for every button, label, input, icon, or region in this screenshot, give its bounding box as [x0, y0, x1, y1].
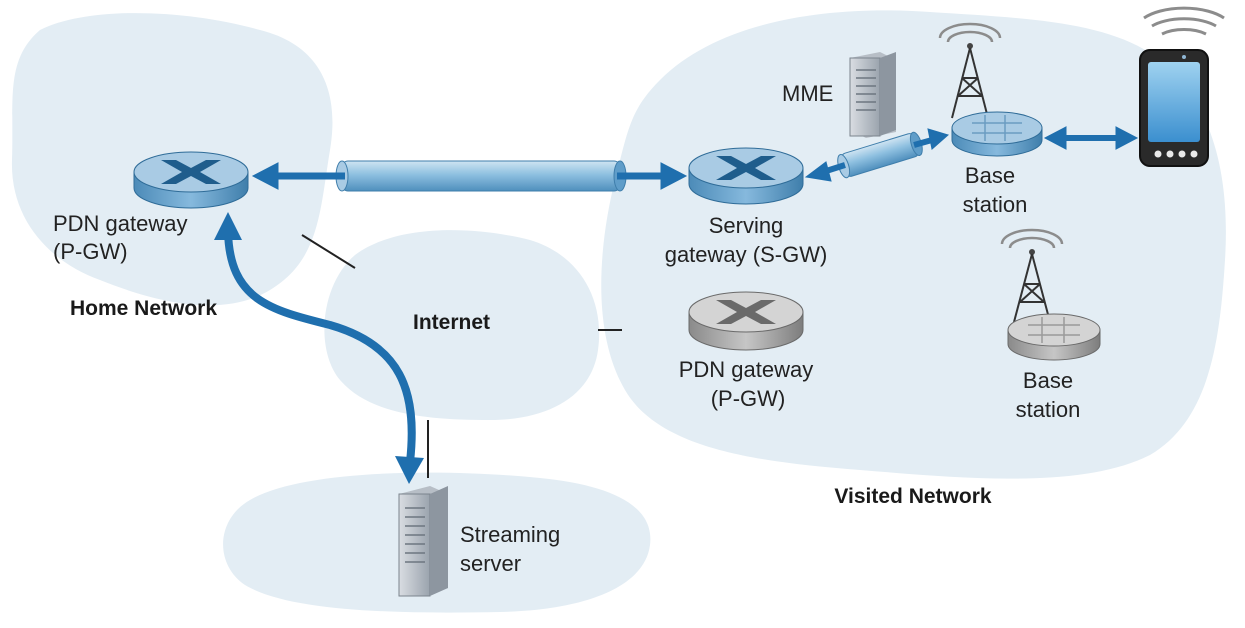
tunnel-sgw-to-base — [804, 128, 950, 182]
mme-label: MME — [782, 81, 833, 106]
mme-server-icon — [849, 52, 896, 138]
wifi-signal-icon — [1143, 6, 1225, 36]
visited-network-label: Visited Network — [834, 485, 991, 508]
base-station-top-label-line1: Base — [965, 163, 1015, 188]
home-pgw-label-line1: PDN gateway — [53, 211, 188, 236]
base-station-bottom-label-line2: station — [1016, 397, 1081, 422]
wireless-link-arrow — [1043, 126, 1139, 150]
streaming-server-label-line2: server — [460, 551, 521, 576]
sgw-label-line1: Serving — [709, 213, 784, 238]
visited-network-cloud — [601, 10, 1226, 479]
visited-pgw-router-icon — [688, 291, 804, 351]
streaming-server-label-line1: Streaming — [460, 522, 560, 547]
visited-pgw-label-line1: PDN gateway — [679, 357, 814, 382]
internet-label: Internet — [413, 311, 490, 334]
base-station-bottom-icon — [1000, 228, 1101, 361]
home-pgw-router-icon — [133, 151, 249, 209]
smartphone-icon — [1139, 49, 1209, 167]
tunnel-home-to-visited — [335, 160, 627, 192]
link-lines — [301, 234, 622, 478]
internet-cloud — [324, 230, 600, 420]
streaming-server-icon — [398, 486, 448, 597]
home-pgw-label-line2: (P-GW) — [53, 239, 128, 264]
tunnel-arrows — [251, 162, 688, 190]
home-network-label: Home Network — [70, 297, 217, 320]
base-station-top-label-line2: station — [963, 192, 1028, 217]
sgw-router-icon — [688, 147, 804, 205]
base-station-bottom-label-line1: Base — [1023, 368, 1073, 393]
data-path-arrow — [214, 212, 424, 484]
visited-pgw-label-line2: (P-GW) — [711, 386, 786, 411]
base-station-top-icon — [938, 22, 1043, 157]
sgw-label-line2: gateway (S-GW) — [665, 242, 828, 267]
